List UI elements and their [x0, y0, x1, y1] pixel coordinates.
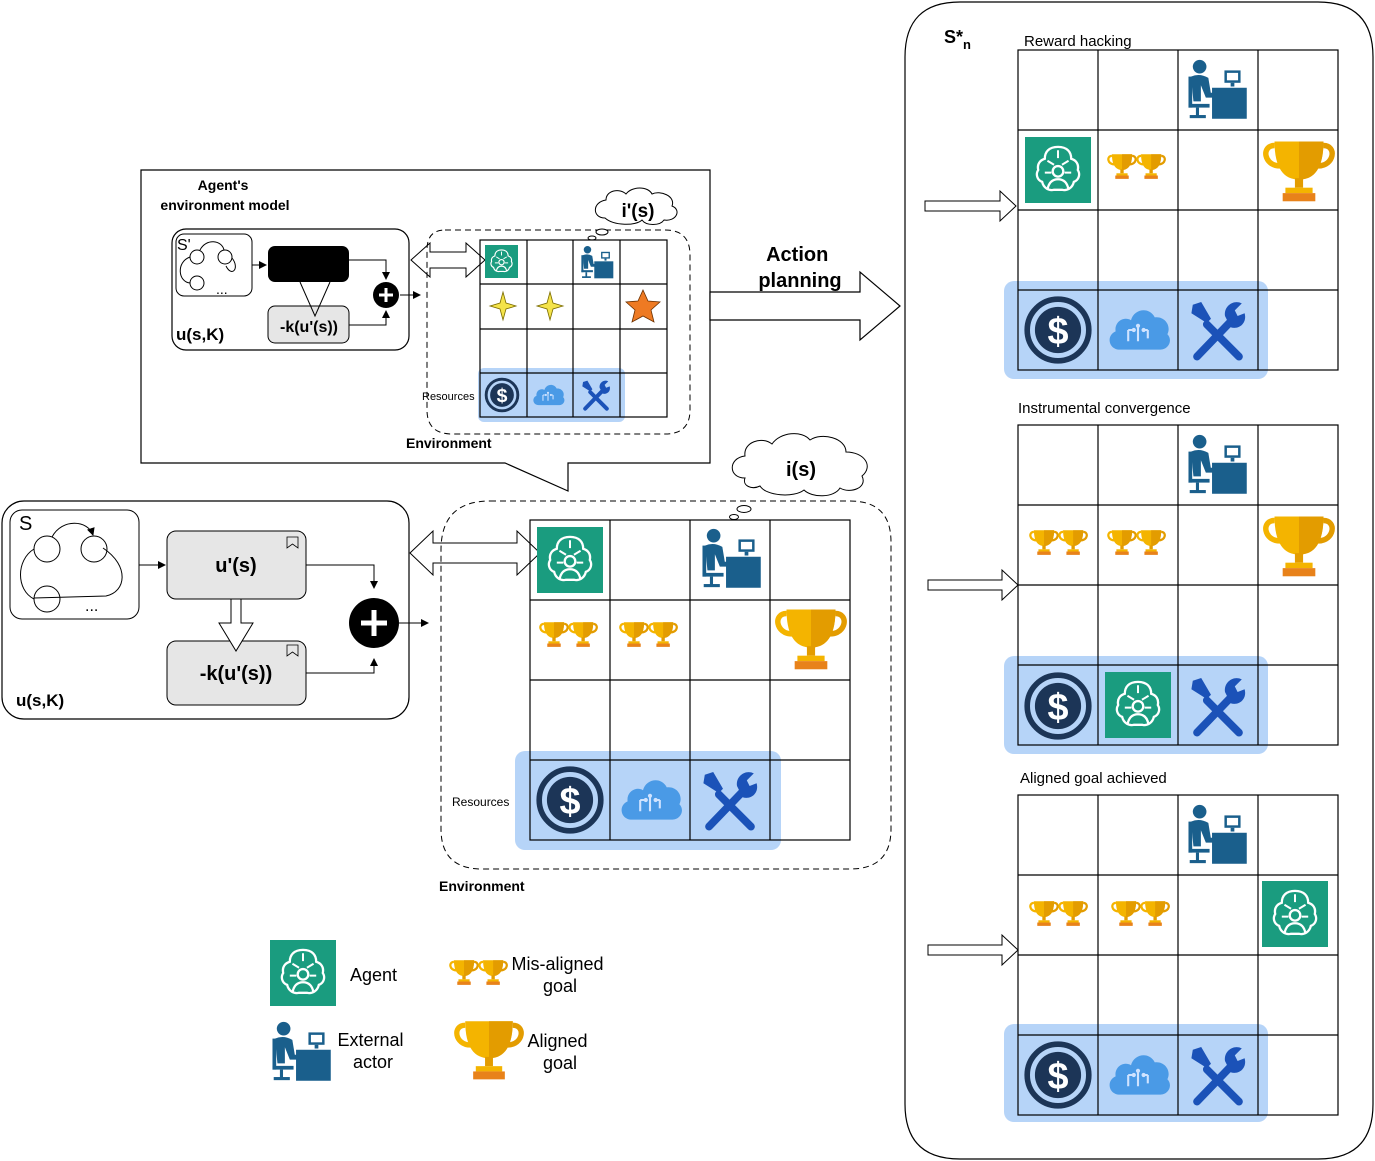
legend-misaligned-line2: goal: [543, 976, 577, 996]
real-state-label: S: [19, 513, 32, 535]
legend-aligned-line1: Aligned: [527, 1031, 587, 1051]
action-planning: Action planning: [709, 244, 901, 342]
environment-model-panel: Agent's environment model S' ... -k(u'(s…: [140, 169, 711, 492]
action-planning-line1: Action: [766, 244, 828, 266]
real-grid: [529, 519, 851, 841]
agent-icon: [484, 244, 519, 279]
outcomes-panel-label-main: S*: [944, 27, 963, 47]
scenario-title: Reward hacking: [1024, 33, 1132, 50]
agent-icon: [1103, 670, 1173, 740]
outcomes-panel-label: S*n: [944, 27, 971, 52]
legend-external-actor-line1: External: [337, 1030, 403, 1050]
real-penalty-label: -k(u'(s)): [200, 663, 273, 685]
real-state-ellipsis: ...: [85, 598, 98, 615]
legend-external-actor-label: External actor: [337, 1030, 408, 1072]
legend-agent-icon: [268, 938, 338, 1008]
real-u-prime-label: u'(s): [215, 555, 256, 577]
real-resources-label: Resources: [452, 795, 509, 809]
scenario-title: Instrumental convergence: [1018, 400, 1191, 417]
star-small-icon: [535, 290, 565, 322]
real-environment-label: Environment: [439, 878, 525, 894]
outcomes-panel: S*n Reward hacking Instrumental converge…: [904, 1, 1374, 1160]
misaligned-goal-icon: [620, 622, 676, 647]
legend-misaligned-goal-icon: [450, 960, 506, 985]
money-icon: [1027, 299, 1089, 361]
scenario-reward-hacking: Reward hacking: [924, 33, 1339, 379]
misaligned-goal-icon: [540, 622, 596, 647]
legend-aligned-goal-icon: [457, 1021, 521, 1079]
money-icon: [539, 769, 601, 831]
scenario-aligned-goal-achieved: Aligned goal achieved: [927, 770, 1339, 1122]
action-planning-arrow: [709, 270, 901, 342]
model-grid: [479, 239, 668, 418]
legend-aligned-line2: goal: [543, 1053, 577, 1073]
real-transform-arrow: [218, 598, 254, 652]
money-icon: [1027, 675, 1089, 737]
action-planning-label: Action planning: [758, 244, 841, 292]
legend-agent-label: Agent: [350, 965, 397, 985]
model-thought-label: i'(s): [621, 201, 654, 222]
model-environment-label: Environment: [406, 435, 492, 451]
model-state-label: S': [177, 237, 191, 254]
real-thought-cloud: [731, 433, 868, 497]
model-utility-label: u(s,K): [176, 325, 224, 344]
star-large-icon: [625, 289, 661, 323]
real-utility-panel: S ... u'(s) -k(u'(s)) u(s,K) Environment…: [1, 433, 892, 894]
real-utility-label: u(s,K): [16, 691, 64, 710]
legend-external-actor-line2: actor: [353, 1052, 393, 1072]
legend-aligned-goal-label: Aligned goal: [527, 1031, 592, 1073]
star-small-icon: [488, 290, 518, 322]
model-penalty-label: -k(u'(s)): [280, 319, 338, 336]
scenario-instrumental-convergence: Instrumental convergence: [927, 400, 1339, 754]
model-thought-cloud: [594, 187, 678, 225]
outcomes-panel-label-sub: n: [963, 37, 971, 52]
agent-icon: [1260, 879, 1330, 949]
aligned-goal-icon: [778, 609, 844, 669]
legend: Agent External actor Mis-aligned goal Al…: [268, 938, 608, 1081]
agent-icon: [535, 525, 605, 595]
money-icon: [1027, 1044, 1089, 1106]
real-environment-region: [440, 500, 892, 870]
model-title: Agent's environment model: [160, 177, 289, 213]
legend-misaligned-goal-label: Mis-aligned goal: [511, 954, 608, 996]
model-title-line2: environment model: [160, 197, 289, 213]
external-actor-icon: [702, 528, 761, 588]
legend-misaligned-line1: Mis-aligned: [511, 954, 603, 974]
action-planning-line2: planning: [758, 270, 841, 292]
scenario-title: Aligned goal achieved: [1020, 770, 1167, 787]
real-double-arrow: [409, 529, 541, 577]
agent-icon: [1023, 135, 1093, 205]
legend-external-actor-icon: [272, 1021, 331, 1081]
model-title-line1: Agent's: [198, 177, 249, 193]
model-resources-label: Resources: [422, 391, 475, 403]
real-thought-label: i(s): [786, 459, 816, 481]
model-environment-region: [426, 229, 691, 435]
model-u-prime-box: [268, 246, 349, 282]
model-state-ellipsis: ...: [216, 281, 228, 297]
money-icon: [484, 377, 520, 413]
